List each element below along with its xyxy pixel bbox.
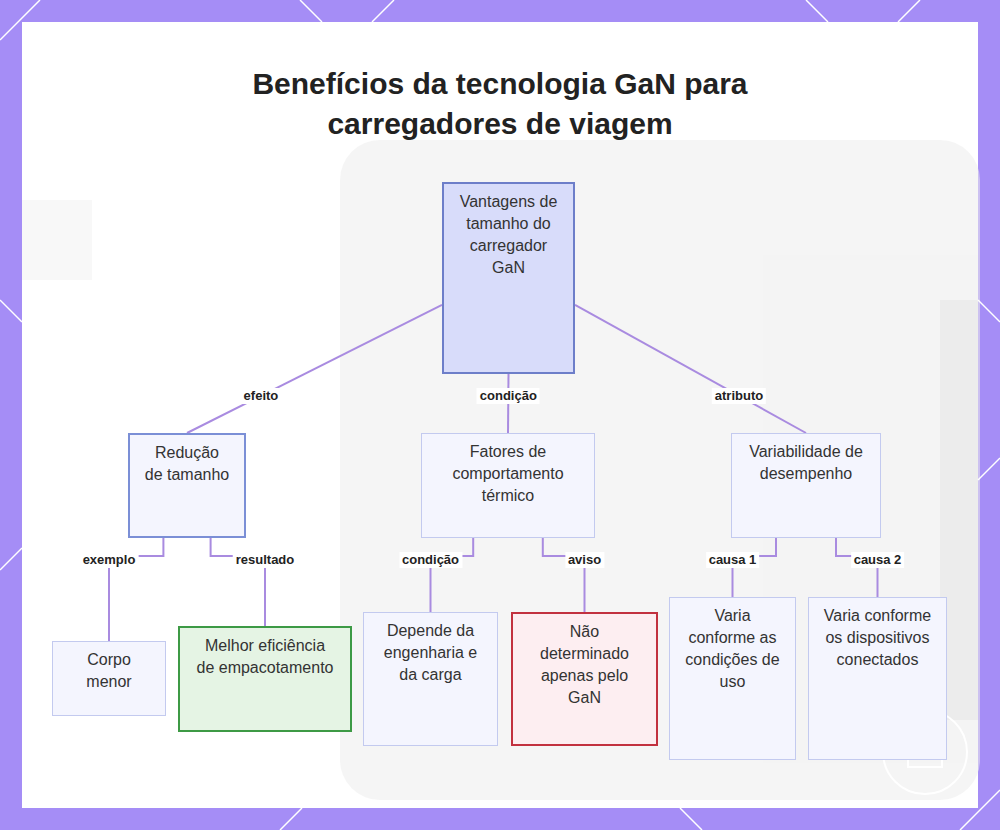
connector-line: [187, 305, 442, 433]
concept-box: Redução de tamanho: [128, 433, 246, 538]
charger-body: [340, 140, 980, 800]
edge-label: condição: [477, 388, 540, 404]
concept-box: Variabilidade de desempenho: [731, 433, 881, 538]
concept-box: Corpo menor: [52, 641, 166, 716]
edge-label: causa 1: [706, 552, 760, 568]
box-text: Não determinado apenas pelo GaN: [527, 621, 642, 709]
concept-box: Fatores de comportamento térmico: [421, 433, 595, 538]
edge-label: atributo: [712, 388, 766, 404]
edge-label: exemplo: [80, 552, 139, 568]
concept-box: Varia conforme os dispositivos conectado…: [808, 597, 947, 760]
box-text: Corpo menor: [67, 649, 151, 693]
box-text: Melhor eficiência de empacotamento: [194, 635, 336, 679]
box-text: Varia conforme as condições de uso: [684, 605, 781, 693]
box-text: Redução de tamanho: [144, 442, 230, 486]
box-text: Varia conforme os dispositivos conectado…: [823, 605, 932, 671]
concept-box: Melhor eficiência de empacotamento: [178, 626, 352, 732]
box-text: Depende da engenharia e da carga: [378, 620, 483, 686]
edge-label: aviso: [565, 552, 604, 568]
diagram-title: Benefícios da tecnologia GaN para carreg…: [190, 64, 810, 144]
box-text: Vantagens de tamanho do carregador GaN: [458, 191, 559, 279]
edge-label: efeito: [241, 388, 282, 404]
box-text: Variabilidade de desempenho: [746, 441, 866, 485]
concept-box: Não determinado apenas pelo GaN: [511, 612, 658, 746]
concept-box: Vantagens de tamanho do carregador GaN: [442, 182, 575, 374]
connector-line: [543, 538, 585, 612]
edge-label: resultado: [233, 552, 298, 568]
faded-charger-image: [22, 140, 980, 800]
edge-label: condição: [399, 552, 462, 568]
connector-line: [431, 538, 474, 612]
concept-box: Depende da engenharia e da carga: [363, 612, 498, 746]
connector-line: [575, 305, 806, 433]
box-text: Fatores de comportamento térmico: [436, 441, 580, 507]
faded-mark: [22, 200, 92, 280]
edge-label: causa 2: [851, 552, 905, 568]
concept-box: Varia conforme as condições de uso: [669, 597, 796, 760]
